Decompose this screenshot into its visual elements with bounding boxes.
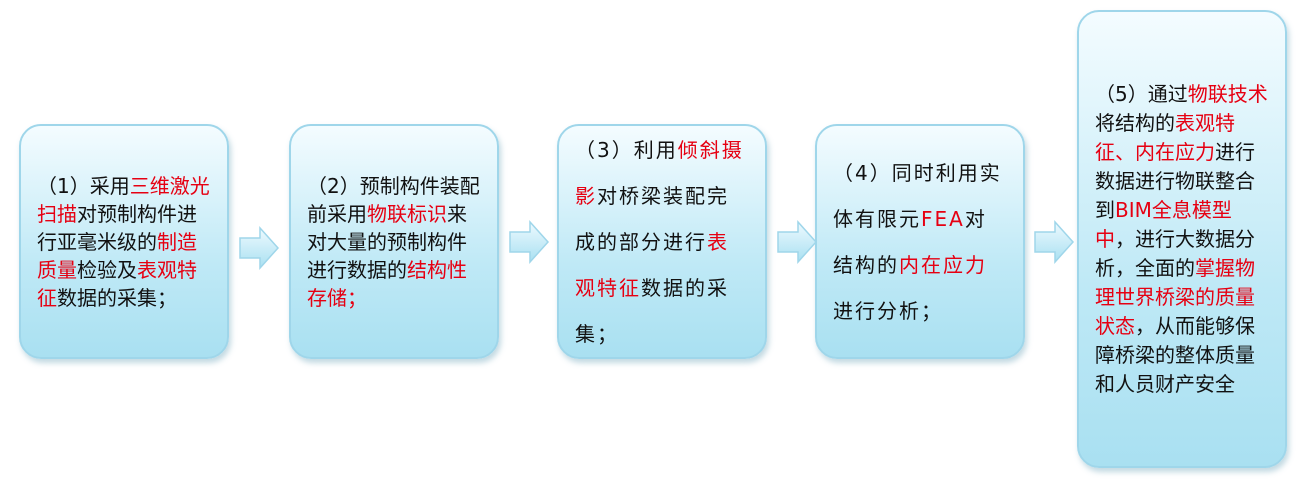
step-1-segment-highlight: 制造质量 (37, 229, 197, 282)
step-4-text: （4）同时利用实体有限元FEA对结构的内在应力进行分析； (833, 150, 1007, 334)
step-4-segment-highlight: 内在应力 (899, 252, 987, 277)
step-1-segment-highlight: 表观特征 (37, 257, 197, 310)
right-arrow-icon (239, 226, 280, 270)
step-5-segment: ，进行大数据分析，全面的 (1095, 226, 1255, 280)
step-2-segment-highlight: 物联标识 (367, 201, 447, 226)
step-1-segment-highlight: 三维激光扫描 (37, 173, 210, 226)
step-1-segment: 数据的采集； (57, 285, 177, 310)
step-5-segment-highlight: 物联技术 (1187, 81, 1268, 106)
step-3-text: （3）利用倾斜摄影对桥梁装配完成的部分进行表观特征数据的采集； (575, 127, 749, 357)
step-1-segment: 检验及 (77, 257, 137, 282)
step-4-segment: 进行分析； (833, 298, 943, 323)
step-5-box: （5）通过物联技术将结构的表观特征、内在应力进行数据进行物联整合到BIM全息模型… (1077, 10, 1287, 468)
step-2-segment: 来对大量的预制构件进行数据的 (307, 201, 467, 282)
step-3-segment-highlight: 倾斜摄影 (575, 137, 744, 208)
step-5-segment: 进行数据进行物联整合到 (1095, 139, 1255, 222)
step-3-segment-highlight: 表观特征 (575, 229, 729, 300)
step-5-segment: ，从而能够保障桥梁的整体质量和人员财产安全 (1095, 313, 1255, 396)
step-1-segment: （1）采用 (37, 173, 130, 198)
right-arrow-icon (509, 220, 550, 264)
right-arrow-icon (1034, 220, 1075, 264)
step-3-segment: 数据的采集； (575, 275, 729, 346)
right-arrow-icon (777, 220, 818, 264)
step-2-text: （2）预制构件装配前采用物联标识来对大量的预制构件进行数据的结构性存储； (307, 172, 481, 312)
step-4-segment: 对结构的 (833, 206, 987, 277)
step-5-segment-highlight: BIM全息模型中 (1095, 197, 1232, 251)
step-4-segment-highlight: FEA (921, 206, 965, 231)
step-1-box: （1）采用三维激光扫描对预制构件进行亚毫米级的制造质量检验及表观特征数据的采集； (19, 124, 229, 359)
step-5-segment-highlight: 表观特征、内在应力 (1095, 110, 1235, 164)
step-3-box: （3）利用倾斜摄影对桥梁装配完成的部分进行表观特征数据的采集； (557, 124, 767, 359)
step-5-text: （5）通过物联技术将结构的表观特征、内在应力进行数据进行物联整合到BIM全息模型… (1095, 80, 1269, 399)
step-4-box: （4）同时利用实体有限元FEA对结构的内在应力进行分析； (815, 124, 1025, 359)
step-5-segment: （5）通过 (1095, 81, 1188, 106)
step-1-text: （1）采用三维激光扫描对预制构件进行亚毫米级的制造质量检验及表观特征数据的采集； (37, 172, 211, 312)
step-2-segment: （2）预制构件装配前采用 (307, 173, 480, 226)
step-2-segment-highlight: 结构性存储； (307, 257, 467, 310)
step-2-box: （2）预制构件装配前采用物联标识来对大量的预制构件进行数据的结构性存储； (289, 124, 499, 359)
step-5-segment-highlight: 掌握物理世界桥梁的质量状态 (1095, 255, 1255, 338)
step-3-segment: 对桥梁装配完成的部分进行 (575, 183, 729, 254)
step-5-segment: 将结构的 (1095, 110, 1175, 135)
step-4-segment: （4）同时利用实体有限元 (833, 160, 1002, 231)
step-3-segment: （3）利用 (575, 137, 678, 162)
step-1-segment: 对预制构件进行亚毫米级的 (37, 201, 197, 254)
